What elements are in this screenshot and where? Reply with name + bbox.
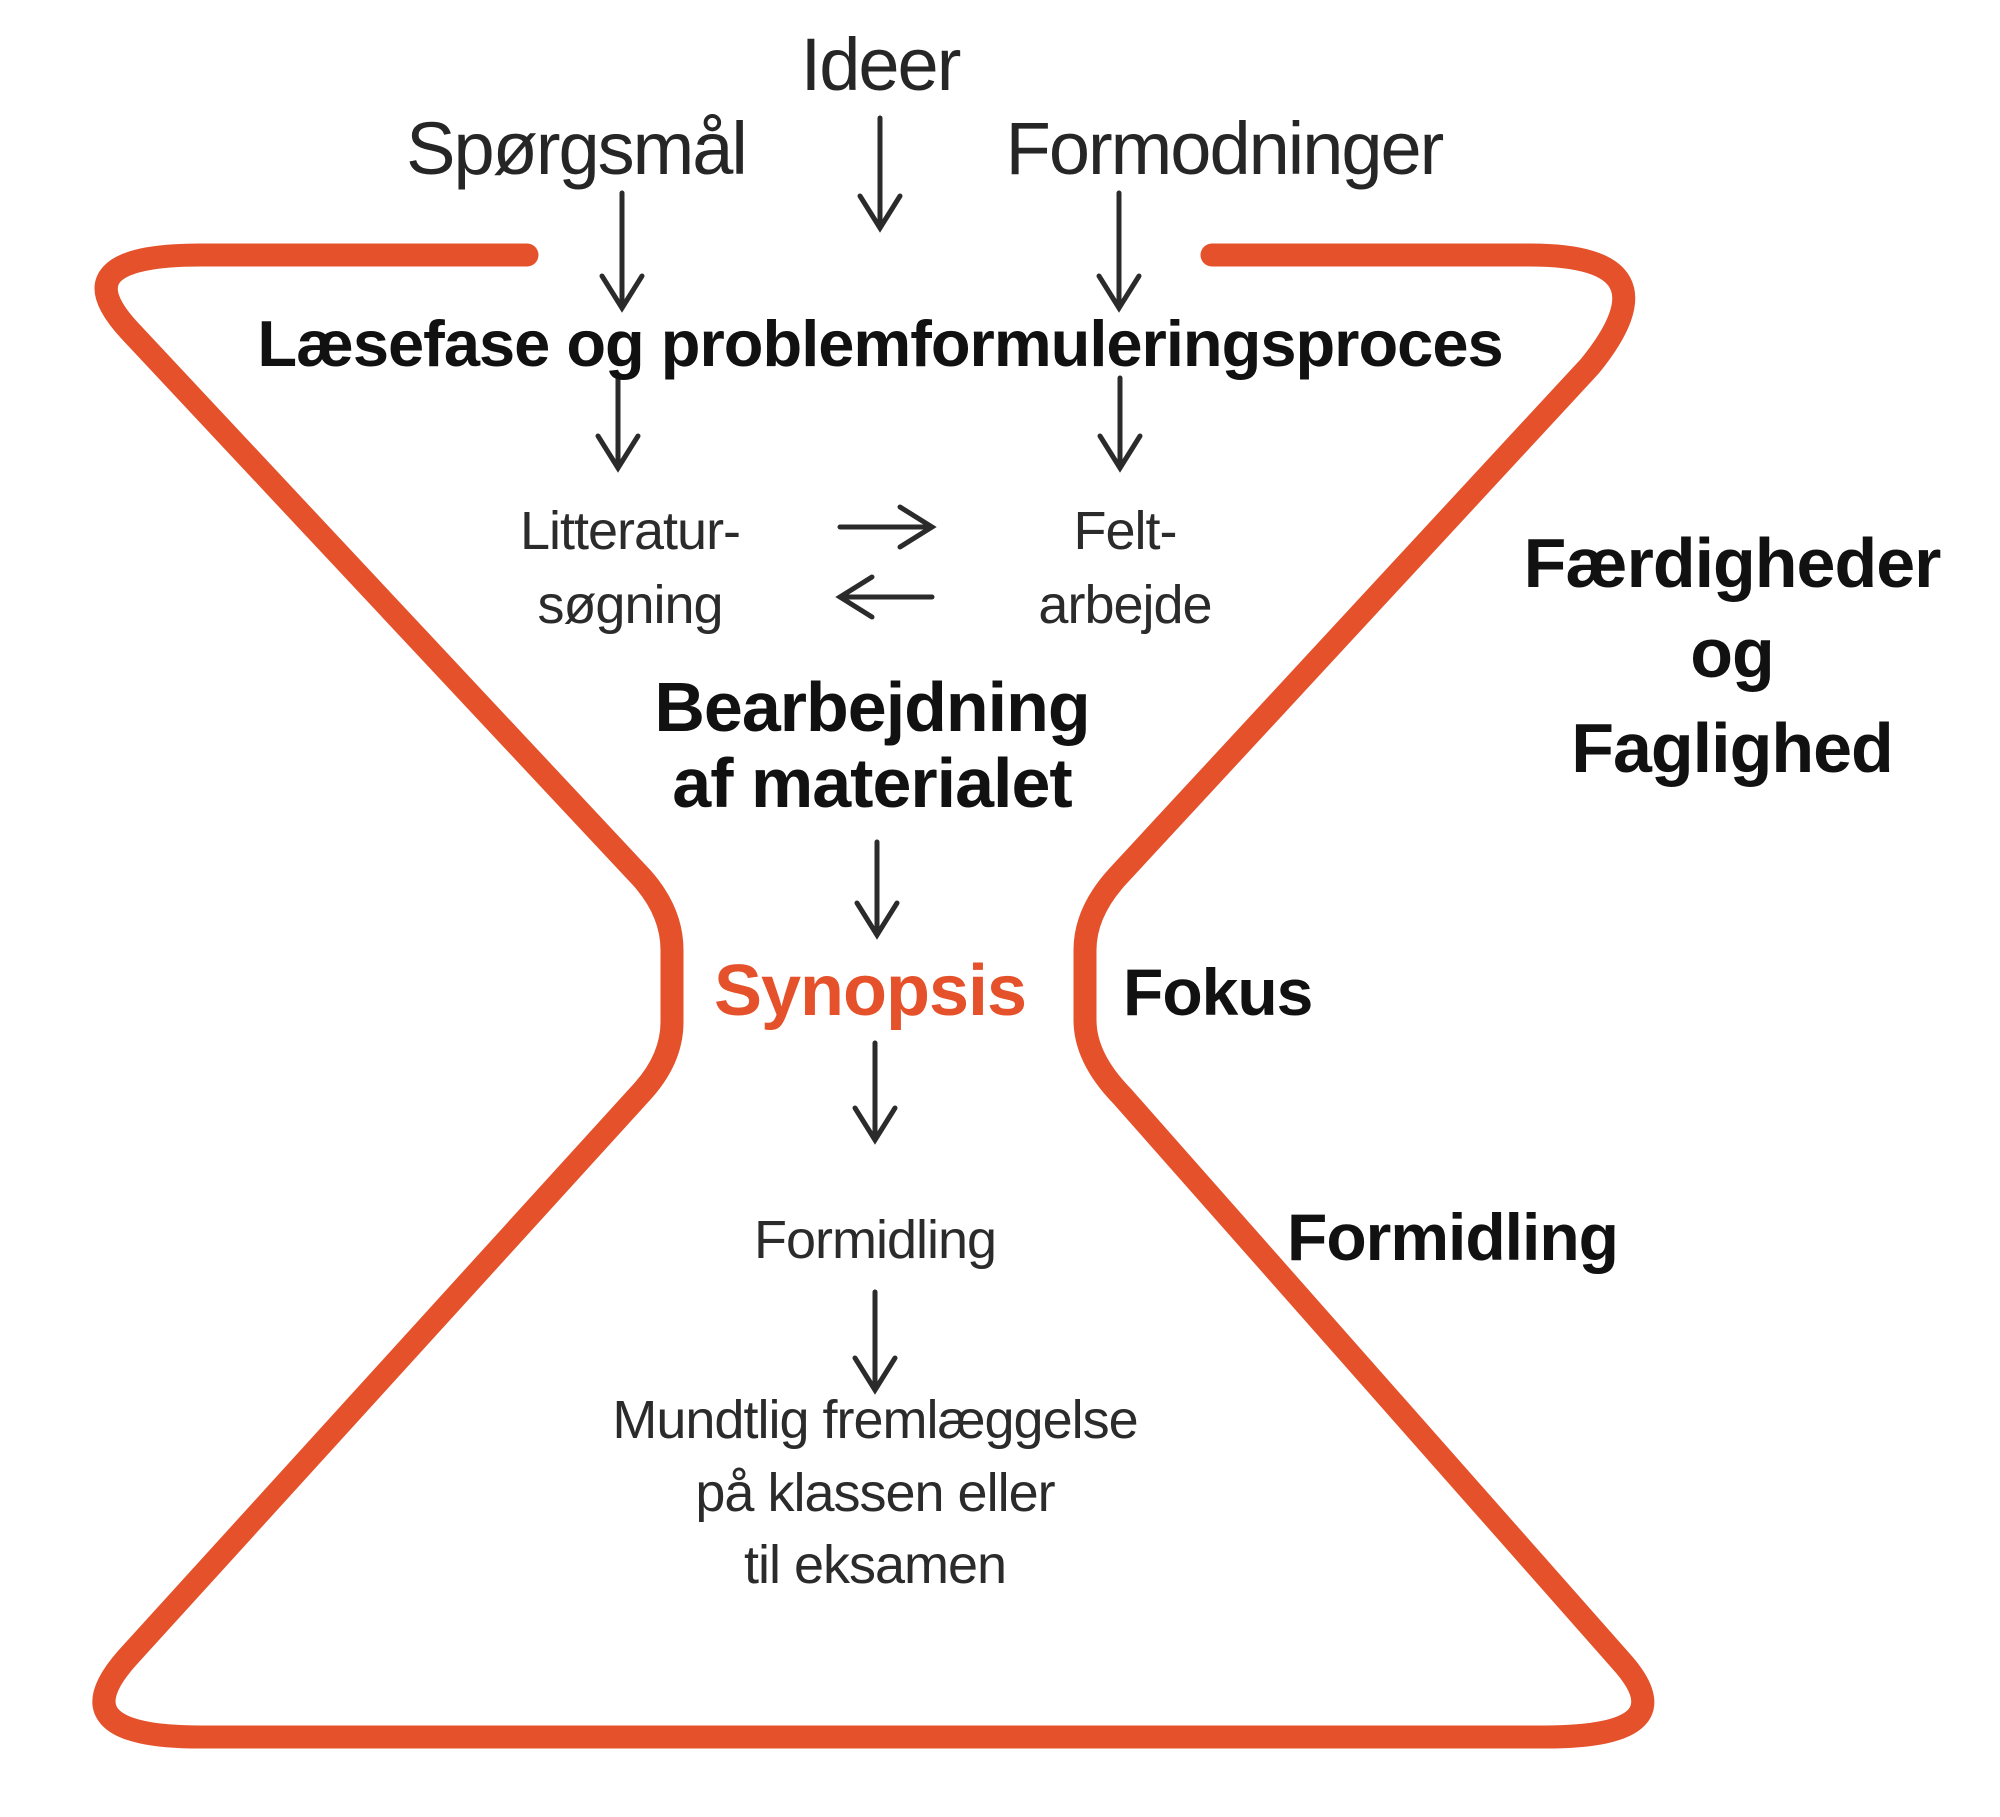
label-felt-line1: Felt-: [1073, 501, 1178, 561]
arrow-down-icon-to-felt: [1097, 375, 1143, 473]
label-faerdigheder-line3: Faglighed: [1571, 709, 1894, 787]
arrow-left-icon: [835, 574, 935, 620]
label-mundtlig-line2: på klassen eller: [695, 1463, 1055, 1523]
label-mundtlig-line3: til eksamen: [743, 1535, 1007, 1595]
arrow-down-icon-ideer: [857, 115, 903, 233]
arrow-down-icon-to-litteratur: [595, 375, 641, 473]
label-formidling-step: Formidling: [753, 1210, 997, 1270]
label-fokus: Fokus: [1123, 955, 1313, 1029]
arrow-down-icon-formodninger: [1096, 190, 1142, 313]
arrow-right-icon: [837, 504, 937, 550]
arrow-down-icon-to-mundtlig: [852, 1289, 898, 1395]
arrow-down-icon-sporgsmaal: [599, 190, 645, 313]
label-formodninger: Formodninger: [1005, 107, 1445, 190]
label-mundtlig-line1: Mundtlig fremlæggelse: [612, 1390, 1138, 1450]
label-synopsis: Synopsis: [713, 951, 1027, 1031]
label-sporgsmaal: Spørgsmål: [406, 107, 748, 190]
label-faerdigheder-line2: og: [1690, 614, 1775, 692]
arrow-down-icon-to-formidling: [852, 1040, 898, 1145]
label-bearbejdning-line1: Bearbejdning: [654, 668, 1090, 746]
label-formidling-side: Formidling: [1287, 1200, 1619, 1274]
hourglass-outline: [92, 243, 1655, 1749]
label-ideer: Ideer: [800, 23, 962, 106]
label-laesefase-heading: Læsefase og problemformuleringsproces: [257, 307, 1503, 380]
label-faerdigheder-line1: Færdigheder: [1523, 524, 1942, 602]
label-felt-line2: arbejde: [1038, 575, 1212, 635]
label-litteratur-line1: Litteratur-: [519, 501, 741, 561]
label-bearbejdning-line2: af materialet: [672, 744, 1072, 822]
label-litteratur-line2: søgning: [537, 575, 723, 635]
arrow-down-icon-to-synopsis: [854, 839, 900, 940]
